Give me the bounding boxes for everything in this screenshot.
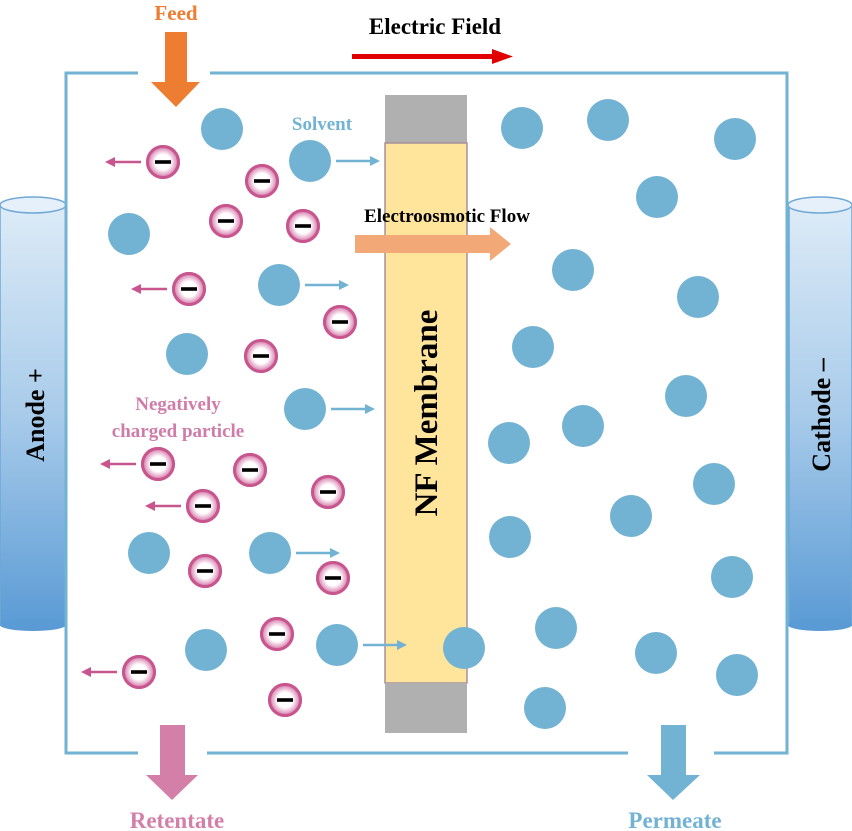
solvent-motion-arrow-icon — [336, 156, 380, 166]
minus-sign-icon — [320, 490, 336, 494]
solvent-particle — [185, 629, 227, 671]
permeate-label: Permeate — [628, 808, 721, 831]
solvent-particle — [258, 264, 349, 306]
negative-particle — [188, 554, 222, 588]
solvent-particle — [524, 687, 566, 729]
negative-motion-arrow-icon — [131, 284, 167, 294]
electroosmotic-flow-label: Electroosmotic Flow — [364, 206, 530, 227]
negative-particle — [316, 561, 350, 595]
solvent-particle — [166, 333, 208, 375]
solvent-particle — [677, 276, 719, 318]
negative-particle — [323, 305, 357, 339]
minus-sign-icon — [325, 576, 341, 580]
solvent-particle — [714, 118, 756, 160]
solvent-particle — [535, 607, 577, 649]
negative-motion-arrow-icon — [81, 667, 117, 677]
negative-particle-label-line1: Negatively — [135, 394, 221, 415]
solvent-motion-arrow-icon — [363, 640, 407, 650]
negative-motion-arrow-icon — [145, 501, 181, 511]
membrane-label: NF Membrane — [409, 310, 445, 517]
permeate-arrow-icon — [647, 725, 700, 800]
cathode-label: Cathode – — [807, 357, 836, 471]
negative-particle — [209, 204, 243, 238]
negative-particle — [311, 475, 345, 509]
negative-particle — [131, 272, 206, 306]
solvent-label: Solvent — [292, 114, 353, 135]
retentate-label: Retentate — [130, 808, 225, 831]
solvent-particle — [501, 107, 543, 149]
solvent-motion-arrow-icon — [296, 548, 340, 558]
container-box — [64, 71, 789, 755]
particles-layer — [81, 99, 758, 729]
electric-field-arrow-icon — [352, 49, 513, 64]
nf-membrane: NF Membrane — [384, 95, 468, 733]
solvent-particle — [108, 213, 150, 255]
solvent-particle — [562, 405, 604, 447]
negative-particle — [105, 145, 180, 179]
solvent-particle — [488, 422, 530, 464]
minus-sign-icon — [150, 462, 166, 466]
solvent-particle — [316, 624, 407, 666]
solvent-motion-arrow-icon — [305, 280, 349, 290]
minus-sign-icon — [254, 179, 270, 183]
minus-sign-icon — [277, 698, 293, 702]
minus-sign-icon — [332, 320, 348, 324]
minus-sign-icon — [295, 224, 311, 228]
solvent-particle — [284, 388, 375, 430]
solvent-particle — [711, 556, 753, 598]
negative-particle — [233, 453, 267, 487]
electric-field-label: Electric Field — [369, 14, 501, 39]
solvent-particle — [552, 249, 594, 291]
negative-particle — [286, 209, 320, 243]
solvent-particle — [443, 627, 485, 669]
negative-particle — [100, 447, 175, 481]
negative-motion-arrow-icon — [100, 459, 136, 469]
solvent-particle — [289, 140, 380, 182]
minus-sign-icon — [253, 354, 269, 358]
solvent-particle — [489, 516, 531, 558]
feed-arrow-icon — [151, 32, 200, 107]
solvent-particle — [128, 532, 170, 574]
minus-sign-icon — [197, 569, 213, 573]
solvent-particle — [249, 532, 340, 574]
negative-motion-arrow-icon — [105, 157, 141, 167]
minus-sign-icon — [131, 670, 147, 674]
solvent-particle — [201, 108, 243, 150]
minus-sign-icon — [181, 287, 197, 291]
solvent-particle — [716, 654, 758, 696]
anode-label: Anode + — [21, 368, 50, 462]
feed-label: Feed — [154, 1, 197, 25]
negative-particle — [260, 617, 294, 651]
negative-particle — [145, 489, 220, 523]
negative-particle — [268, 683, 302, 717]
negative-particle — [245, 164, 279, 198]
negative-particle — [81, 655, 156, 689]
solvent-particle — [665, 375, 707, 417]
minus-sign-icon — [218, 219, 234, 223]
negative-particle-label-line2: charged particle — [112, 421, 244, 442]
cathode-electrode: Cathode – — [787, 196, 852, 631]
solvent-particle — [587, 99, 629, 141]
solvent-particle — [693, 463, 735, 505]
retentate-arrow-icon — [146, 725, 198, 800]
solvent-particle — [635, 632, 677, 674]
minus-sign-icon — [155, 160, 171, 164]
negative-particle — [244, 339, 278, 373]
electroosmotic-flow-arrow-icon — [355, 227, 511, 261]
minus-sign-icon — [195, 504, 211, 508]
minus-sign-icon — [242, 468, 258, 472]
solvent-particle — [636, 176, 678, 218]
solvent-particle — [610, 495, 652, 537]
minus-sign-icon — [269, 632, 285, 636]
anode-electrode: Anode + — [0, 196, 67, 631]
solvent-motion-arrow-icon — [331, 404, 375, 414]
solvent-particle — [512, 326, 554, 368]
